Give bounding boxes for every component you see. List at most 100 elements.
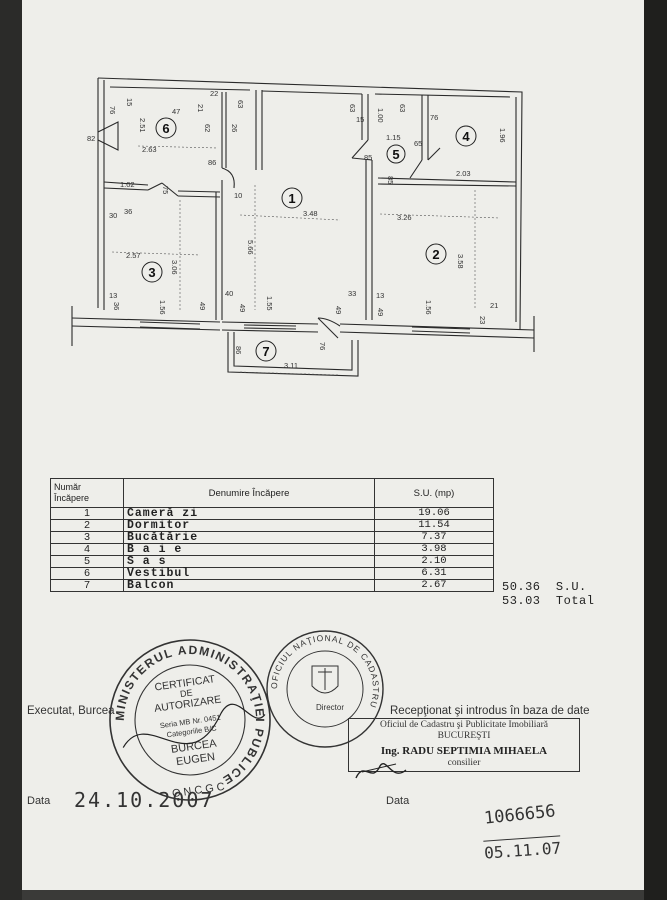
svg-text:49: 49	[198, 302, 207, 310]
row-number: 6	[50, 567, 124, 580]
row-surface: 19.06	[374, 507, 494, 520]
svg-text:23: 23	[478, 316, 487, 324]
svg-text:3.11: 3.11	[284, 361, 298, 370]
svg-text:1.15: 1.15	[386, 133, 401, 142]
executed-by: Executat, Burcea	[27, 705, 115, 717]
grand-total-label: Total	[555, 594, 595, 608]
row-number: 7	[50, 579, 124, 592]
svg-text:86: 86	[208, 158, 216, 167]
rooms-table: Număr Încăpere Denumire Încăpere S.U. (m…	[50, 478, 494, 592]
room-number-3: 3	[148, 265, 155, 280]
row-name: Balcon	[123, 579, 375, 592]
row-number: 2	[50, 519, 124, 532]
svg-text:1.56: 1.56	[158, 300, 167, 315]
row-name: Bucătărie	[123, 531, 375, 544]
svg-text:49: 49	[238, 304, 247, 312]
engineer-name: Ing. RADU SEPTIMIA MIHAELA	[380, 745, 548, 757]
row-name: Vestibul	[123, 567, 375, 580]
svg-text:3.06: 3.06	[170, 260, 179, 275]
cadastre-center-text: Director	[316, 703, 344, 712]
svg-text:21: 21	[490, 301, 498, 310]
handwritten-number: 1066656	[483, 801, 557, 829]
room-number-6: 6	[162, 121, 169, 136]
svg-text:36: 36	[112, 302, 121, 310]
row-number: 3	[50, 531, 124, 544]
row-name: Dormitor	[123, 519, 375, 532]
svg-text:3.26: 3.26	[397, 213, 412, 222]
row-surface: 6.31	[374, 567, 494, 580]
svg-text:76: 76	[108, 106, 117, 114]
coat-of-arms-icon	[311, 665, 339, 694]
su-total: 50.36 S.U.	[502, 580, 587, 594]
date-left-label: Data	[27, 795, 51, 807]
document-page: 6 1 5 4 3 2 7 76 15 47 21 22 63 2.51 62 …	[22, 0, 644, 890]
svg-text:63: 63	[236, 100, 245, 108]
header-room-number-line2: Încăpere	[54, 493, 90, 503]
room-number-2: 2	[432, 247, 439, 262]
svg-text:5.66: 5.66	[246, 240, 255, 255]
svg-text:3.48: 3.48	[303, 209, 318, 218]
svg-text:15: 15	[356, 115, 364, 124]
header-room-number-line1: Număr	[54, 482, 82, 492]
room-number-7: 7	[262, 344, 269, 359]
row-number: 4	[50, 543, 124, 556]
svg-text:33: 33	[348, 289, 356, 298]
svg-text:1.56: 1.56	[424, 300, 433, 315]
header-surface: S.U. (mp)	[374, 478, 494, 508]
document-left-edge	[0, 0, 22, 900]
svg-text:2.03: 2.03	[456, 169, 471, 178]
svg-text:30: 30	[109, 211, 117, 220]
signature-left	[122, 703, 266, 748]
office-line-2: BUCUREŞTI	[437, 731, 491, 741]
table-header-row: Număr Încăpere Denumire Încăpere S.U. (m…	[50, 478, 494, 508]
room-number-1: 1	[288, 191, 295, 206]
svg-text:40: 40	[225, 289, 233, 298]
svg-text:63: 63	[348, 104, 357, 112]
svg-text:75: 75	[161, 186, 170, 194]
floor-plan: 6 1 5 4 3 2 7 76 15 47 21 22 63 2.51 62 …	[71, 77, 535, 377]
su-total-label: S.U.	[555, 580, 587, 594]
row-number: 1	[50, 507, 124, 520]
engineer-role: consilier	[447, 758, 481, 768]
date-right-label: Data	[386, 795, 410, 807]
svg-text:86: 86	[234, 346, 243, 354]
svg-text:85: 85	[386, 176, 395, 184]
room-number-4: 4	[462, 129, 470, 144]
svg-text:26: 26	[230, 124, 239, 132]
row-surface: 2.10	[374, 555, 494, 568]
svg-text:82: 82	[87, 134, 95, 143]
svg-text:85: 85	[364, 153, 372, 162]
su-total-value: 50.36	[502, 580, 541, 594]
svg-text:2.57: 2.57	[126, 251, 141, 260]
svg-text:1.96: 1.96	[498, 128, 507, 143]
row-surface: 3.98	[374, 543, 494, 556]
received-text: Recepţionat şi introdus în baza de date	[390, 705, 590, 717]
header-room-name: Denumire Încăpere	[123, 478, 375, 508]
svg-text:1.02: 1.02	[120, 180, 135, 189]
row-surface: 11.54	[374, 519, 494, 532]
row-surface: 7.37	[374, 531, 494, 544]
svg-text:1.55: 1.55	[265, 296, 274, 311]
svg-text:13: 13	[109, 291, 117, 300]
handwritten-date: 05.11.07	[483, 835, 562, 863]
stamp-line-7: EUGEN	[175, 751, 215, 768]
cadastre-stamp: OFICIUL NAŢIONAL DE CADASTRU Director	[266, 630, 384, 748]
dimension-labels: 76 15 47 21 22 63 2.51 62 26 82 2.63 86 …	[87, 89, 507, 370]
svg-text:47: 47	[172, 107, 180, 116]
svg-text:76: 76	[430, 113, 438, 122]
svg-text:65: 65	[414, 139, 422, 148]
svg-text:63: 63	[398, 104, 407, 112]
svg-text:15: 15	[125, 98, 134, 106]
row-name: S a s	[123, 555, 375, 568]
office-line-1: Oficiul de Cadastru şi Publicitate Imobi…	[379, 720, 549, 730]
signature-right	[355, 763, 407, 779]
grand-total: 53.03 Total	[502, 594, 594, 608]
stamp-line-2: DE	[179, 687, 193, 699]
office-stamp: Oficiul de Cadastru şi Publicitate Imobi…	[348, 718, 580, 772]
